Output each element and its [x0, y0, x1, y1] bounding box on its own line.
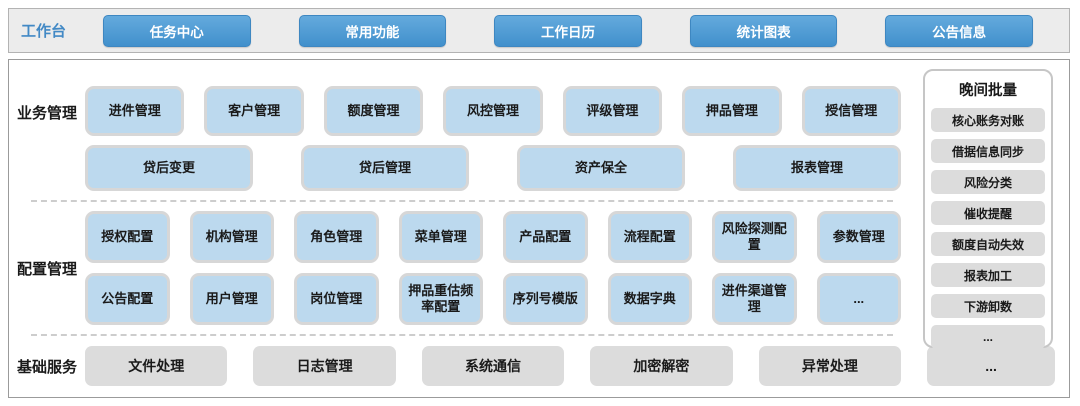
topbar-button-announcements[interactable]: 公告信息 [885, 14, 1033, 47]
topbar-button-work-calendar[interactable]: 工作日历 [494, 14, 642, 47]
business-row-1: 进件管理 客户管理 额度管理 风控管理 评级管理 押品管理 授信管理 [85, 86, 901, 136]
module-box[interactable]: 用户管理 [189, 273, 274, 325]
topbar-button-common-functions[interactable]: 常用功能 [298, 14, 447, 47]
business-content: 进件管理 客户管理 额度管理 风控管理 评级管理 押品管理 授信管理 贷后变更 … [85, 86, 901, 191]
module-box[interactable]: 角色管理 [294, 211, 379, 263]
night-batch-item[interactable]: 下游卸数 [931, 294, 1045, 318]
module-box[interactable]: 风险探测配置 [712, 211, 797, 263]
night-batch-title: 晚间批量 [959, 83, 1017, 99]
night-batch-item[interactable]: 报表加工 [931, 263, 1045, 287]
module-box[interactable]: 授信管理 [801, 86, 901, 136]
service-box[interactable]: 异常处理 [758, 346, 902, 386]
module-box[interactable]: 数据字典 [607, 273, 692, 325]
module-box[interactable]: 参数管理 [816, 211, 901, 263]
module-box[interactable]: 押品重估频率配置 [398, 273, 483, 325]
module-box[interactable]: 进件渠道管理 [712, 273, 797, 325]
module-box[interactable]: 菜单管理 [398, 211, 483, 263]
module-box[interactable]: 贷后变更 [85, 145, 253, 191]
config-content: 授权配置 机构管理 角色管理 菜单管理 产品配置 流程配置 风险探测配置 参数管… [85, 211, 901, 325]
night-batch-panel: 晚间批量 核心账务对账 借据信息同步 风险分类 催收提醒 额度自动失效 报表加工… [923, 69, 1053, 349]
topbar-button-statistics-charts[interactable]: 统计图表 [689, 14, 838, 47]
module-box[interactable]: 流程配置 [607, 211, 692, 263]
topbar-button-task-center[interactable]: 任务中心 [103, 14, 251, 47]
main-panel: 业务管理 进件管理 客户管理 额度管理 风控管理 评级管理 押品管理 授信管理 … [8, 59, 1070, 398]
section-label-business: 业务管理 [16, 105, 77, 122]
section-business-management: 业务管理 进件管理 客户管理 额度管理 风控管理 评级管理 押品管理 授信管理 … [9, 86, 1069, 191]
section-divider [31, 200, 893, 202]
module-box[interactable]: 额度管理 [323, 86, 424, 136]
service-box-more[interactable]: ... [927, 346, 1056, 386]
module-box[interactable]: 公告配置 [85, 273, 170, 325]
config-row-2: 公告配置 用户管理 岗位管理 押品重估频率配置 序列号模版 数据字典 进件渠道管… [85, 273, 901, 325]
night-batch-item[interactable]: 核心账务对账 [931, 108, 1045, 132]
night-batch-item[interactable]: 借据信息同步 [931, 139, 1045, 163]
night-batch-item[interactable]: 额度自动失效 [931, 232, 1045, 256]
module-box[interactable]: 机构管理 [189, 211, 274, 263]
section-basic-services: 基础服务 文件处理 日志管理 系统通信 加密解密 异常处理 ... [9, 346, 1069, 386]
module-box[interactable]: 资产保全 [517, 145, 685, 191]
module-box[interactable]: 评级管理 [562, 86, 663, 136]
module-box[interactable]: 序列号模版 [503, 273, 588, 325]
section-label-basic: 基础服务 [16, 358, 77, 376]
workbench-topbar: 工作台 任务中心 常用功能 工作日历 统计图表 公告信息 [8, 8, 1070, 53]
config-row-1: 授权配置 机构管理 角色管理 菜单管理 产品配置 流程配置 风险探测配置 参数管… [85, 211, 901, 263]
night-batch-item-more[interactable]: ... [931, 325, 1045, 349]
section-label-config: 配置管理 [16, 260, 77, 278]
night-batch-item[interactable]: 催收提醒 [931, 201, 1045, 225]
section-config-management: 配置管理 授权配置 机构管理 角色管理 菜单管理 产品配置 流程配置 风险探测配… [9, 211, 1069, 325]
service-box[interactable]: 日志管理 [253, 346, 396, 386]
module-box[interactable]: 报表管理 [733, 145, 901, 191]
night-batch-item[interactable]: 风险分类 [931, 170, 1045, 194]
module-box-more[interactable]: ... [816, 273, 901, 325]
module-box[interactable]: 进件管理 [85, 86, 185, 136]
module-box[interactable]: 产品配置 [503, 211, 588, 263]
module-box[interactable]: 风控管理 [443, 86, 543, 136]
section-divider [31, 334, 893, 336]
module-box[interactable]: 岗位管理 [294, 273, 379, 325]
service-box[interactable]: 加密解密 [590, 346, 733, 386]
module-box[interactable]: 押品管理 [682, 86, 782, 136]
service-box[interactable]: 文件处理 [85, 346, 228, 386]
module-box[interactable]: 客户管理 [204, 86, 304, 136]
module-box[interactable]: 贷后管理 [301, 145, 469, 191]
workbench-title: 工作台 [21, 23, 67, 40]
module-box[interactable]: 授权配置 [85, 211, 170, 263]
basic-content: 文件处理 日志管理 系统通信 加密解密 异常处理 ... [85, 346, 1056, 386]
business-row-2: 贷后变更 贷后管理 资产保全 报表管理 [85, 145, 901, 191]
service-box[interactable]: 系统通信 [421, 346, 565, 386]
